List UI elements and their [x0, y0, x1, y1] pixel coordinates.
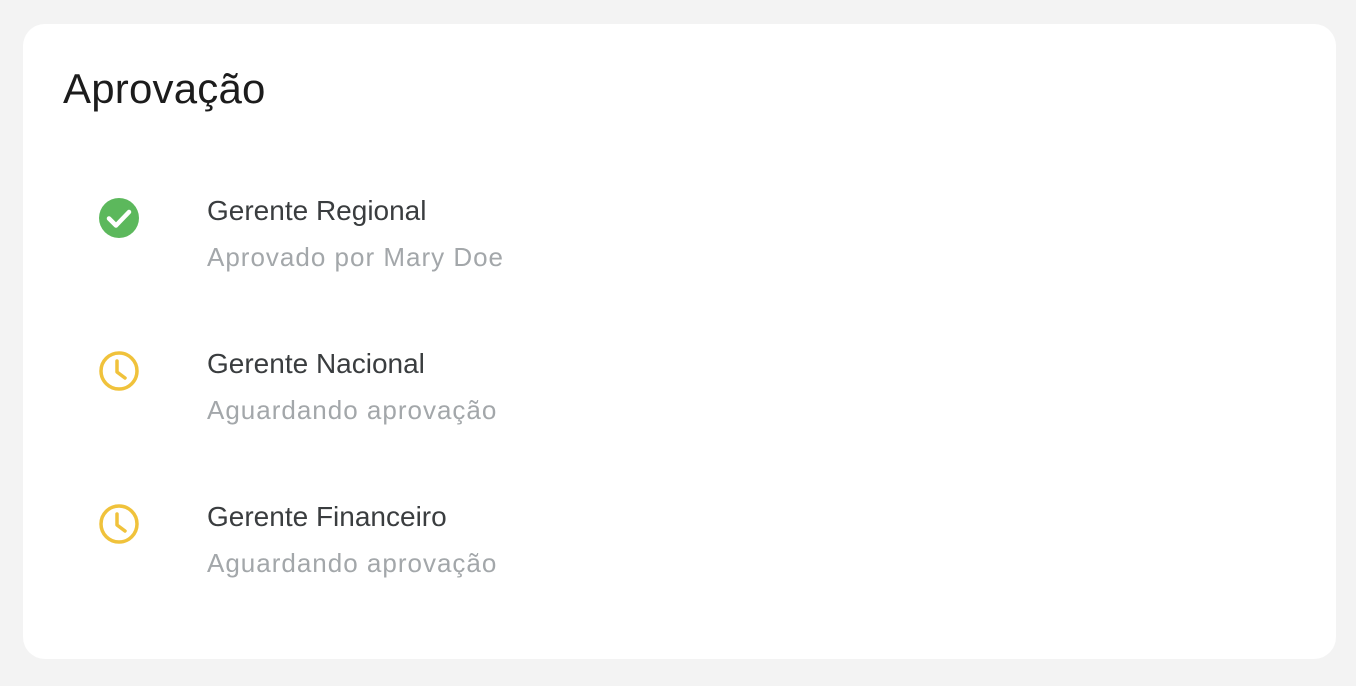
approval-status: Aprovado por Mary Doe: [207, 242, 505, 272]
clock-icon: [97, 502, 141, 546]
approval-card: Aprovação Gerente Regional Aprovado por …: [23, 24, 1336, 659]
approval-item-nacional: Gerente Nacional Aguardando aprovação: [23, 345, 1336, 455]
approval-status: Aguardando aprovação: [207, 548, 498, 578]
approval-role: Gerente Regional: [207, 195, 427, 226]
approval-status: Aguardando aprovação: [207, 395, 498, 425]
clock-icon: [97, 349, 141, 393]
approval-role: Gerente Financeiro: [207, 501, 447, 532]
check-circle-icon: [97, 196, 141, 240]
approval-item-regional: Gerente Regional Aprovado por Mary Doe: [23, 192, 1336, 302]
approval-item-financeiro: Gerente Financeiro Aguardando aprovação: [23, 498, 1336, 608]
card-title: Aprovação: [63, 65, 266, 112]
approval-role: Gerente Nacional: [207, 348, 425, 379]
